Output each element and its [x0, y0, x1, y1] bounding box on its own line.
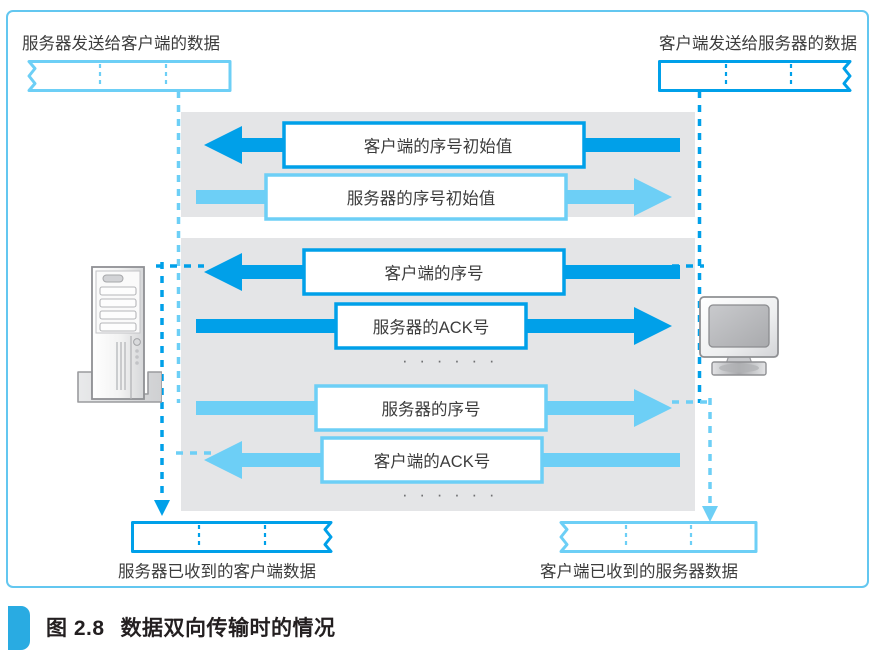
client-monitor-icon [694, 294, 784, 382]
figure-caption: 图 2.8 数据双向传输时的情况 [8, 604, 869, 652]
server-send-buffer [20, 60, 232, 92]
connector-client-recv-light [700, 398, 720, 528]
label-server-send-buffer: 服务器发送给客户端的数据 [22, 35, 220, 53]
server-recv-buffer [131, 521, 343, 553]
label-client-recv-buffer: 客户端已收到的服务器数据 [540, 563, 738, 581]
caption-accent-tab [8, 606, 30, 650]
server-tower-icon [70, 262, 162, 410]
ellipsis-transfer-1: · · · · · · [402, 351, 499, 370]
connector-server-recv-dark [152, 262, 172, 524]
message-client-seq: 客户端的序号 [196, 248, 680, 296]
message-client-ack: 客户端的ACK号 [196, 436, 680, 484]
connector-server-send-light [172, 91, 185, 403]
caption-text: 图 2.8 数据双向传输时的情况 [46, 612, 336, 642]
label-server-recv-buffer: 服务器已收到的客户端数据 [118, 563, 316, 581]
message-client-initial-seq: 客户端的序号初始值 [196, 121, 680, 169]
label-client-send-buffer: 客户端发送给服务器的数据 [659, 35, 857, 53]
message-server-ack: 服务器的ACK号 [196, 302, 680, 350]
client-recv-buffer [552, 521, 764, 553]
client-send-buffer [658, 60, 860, 92]
caption-number: 图 2.8 [46, 617, 105, 640]
caption-title: 数据双向传输时的情况 [120, 617, 336, 640]
message-server-initial-seq: 服务器的序号初始值 [196, 173, 680, 221]
ellipsis-transfer-2: · · · · · · [402, 485, 499, 504]
connector-client-send-dark [693, 91, 706, 403]
connector-stub-right-server-seq [672, 398, 712, 406]
connector-stub-client-ack [176, 449, 216, 457]
message-server-seq: 服务器的序号 [196, 384, 680, 432]
